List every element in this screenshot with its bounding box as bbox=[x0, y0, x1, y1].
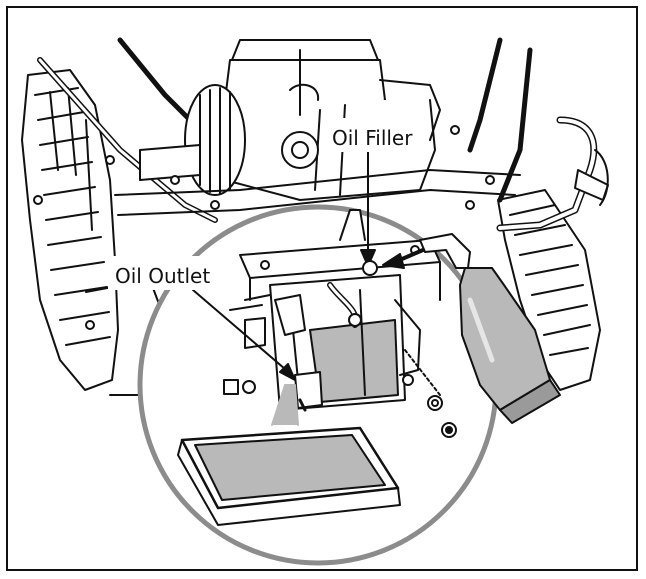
oil-outlet-label: Oil Outlet bbox=[115, 264, 210, 288]
housing-plate bbox=[239, 209, 441, 301]
oil-outlet-callout: Oil Outlet bbox=[108, 256, 218, 290]
washers bbox=[404, 349, 457, 438]
right-track bbox=[497, 189, 601, 391]
oil-filler-arrow bbox=[360, 134, 425, 276]
frame-bars bbox=[33, 125, 521, 330]
oil-outlet-drain bbox=[223, 371, 323, 426]
drain-pan bbox=[177, 426, 401, 526]
oil-outlet-arrow bbox=[192, 289, 296, 381]
oil-bottle bbox=[419, 233, 561, 424]
oil-filler-label: Oil Filler bbox=[332, 126, 413, 150]
oil-filler-callout: Oil Filler bbox=[325, 118, 417, 152]
